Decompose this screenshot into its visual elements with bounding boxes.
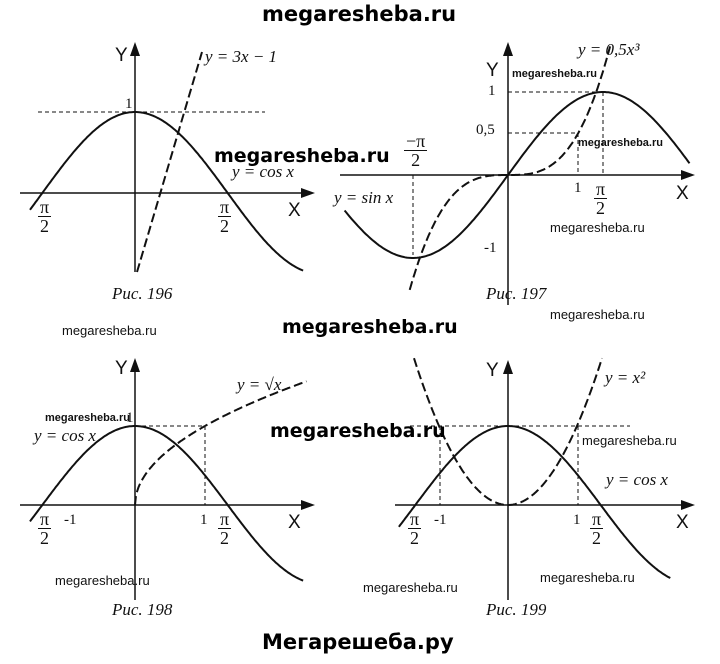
fig196-x-label: X	[288, 200, 301, 221]
fig199-solid-label: y = cos x	[606, 470, 668, 489]
fig198-tick-x1: 1	[200, 512, 208, 528]
fig196-dashed-label: y = 3x − 1	[205, 47, 278, 66]
fig197-y-arrow-icon	[503, 42, 513, 56]
watermark: megaresheba.ru	[270, 420, 446, 442]
watermark: megaresheba.ru	[578, 137, 663, 149]
fig199-x-label: X	[676, 512, 689, 533]
fig198-dashed-label: y = √x	[237, 375, 282, 394]
watermark: megaresheba.ru	[62, 323, 157, 338]
fig198-y-arrow-icon	[130, 358, 140, 372]
fig197-caption: Рис. 197	[486, 284, 547, 303]
fig196-y-label: Y	[115, 45, 128, 66]
fig199-caption: Рис. 199	[486, 600, 547, 619]
fig198-x-label: X	[288, 512, 301, 533]
fig199-dashed-label: y = x²	[605, 368, 646, 387]
fig199-square-curve	[413, 357, 603, 506]
fig197-tick-0-5: 0,5	[476, 122, 495, 138]
fig198-tick-neg1: -1	[64, 512, 77, 528]
watermark: megaresheba.ru	[540, 570, 635, 585]
fig197-x-label: X	[676, 183, 689, 204]
watermark: megaresheba.ru	[512, 68, 597, 80]
fig198-cos-curve	[29, 425, 304, 582]
fig197-cube-curve	[408, 46, 612, 291]
footer-site: Мегарешеба.ру	[262, 630, 454, 654]
fig198-solid-label: y = cos x	[34, 426, 96, 445]
fig196-tick-1: 1	[125, 96, 133, 112]
fig199-y-label: Y	[486, 360, 499, 381]
fig198-tick-1: 1	[126, 410, 134, 426]
watermark: megaresheba.ru	[550, 307, 645, 322]
header-site: megaresheba.ru	[262, 2, 457, 26]
watermark: megaresheba.ru	[214, 145, 390, 167]
fig197-sin-curve	[343, 91, 691, 259]
fig197-tick-neg1: -1	[484, 240, 497, 256]
fig199-tick-neg1: -1	[434, 512, 447, 528]
fig199-y-arrow-icon	[503, 360, 513, 374]
fig196-line-3x-1	[136, 51, 203, 273]
fig196-x-arrow-icon	[301, 188, 315, 198]
fig197-y-label: Y	[486, 60, 499, 81]
fig197-solid-label: y = sin x	[334, 188, 394, 207]
watermark: megaresheba.ru	[363, 580, 458, 595]
fig198-x-arrow-icon	[301, 500, 315, 510]
watermark: megaresheba.ru	[55, 573, 150, 588]
fig196-cos-curve	[29, 111, 304, 272]
watermark: megaresheba.ru	[45, 412, 130, 424]
fig197-x-arrow-icon	[681, 170, 695, 180]
fig196-y-arrow-icon	[130, 42, 140, 56]
fig197-tick-1: 1	[488, 83, 496, 99]
fig199-tick-x1: 1	[573, 512, 581, 528]
fig199-cos-curve	[398, 425, 671, 579]
fig198-sqrt-curve	[134, 380, 307, 506]
watermark: megaresheba.ru	[582, 433, 677, 448]
watermark: megaresheba.ru	[550, 220, 645, 235]
fig196-caption: Рис. 196	[112, 284, 173, 303]
watermark: megaresheba.ru	[282, 316, 458, 338]
fig199-x-arrow-icon	[681, 500, 695, 510]
fig197-dashed-label: y = 0,5x³	[578, 40, 640, 59]
fig198-y-label: Y	[115, 358, 128, 379]
fig197-tick-x1: 1	[574, 180, 582, 196]
fig198-caption: Рис. 198	[112, 600, 173, 619]
fig196-solid-label: y = cos x	[232, 162, 294, 181]
